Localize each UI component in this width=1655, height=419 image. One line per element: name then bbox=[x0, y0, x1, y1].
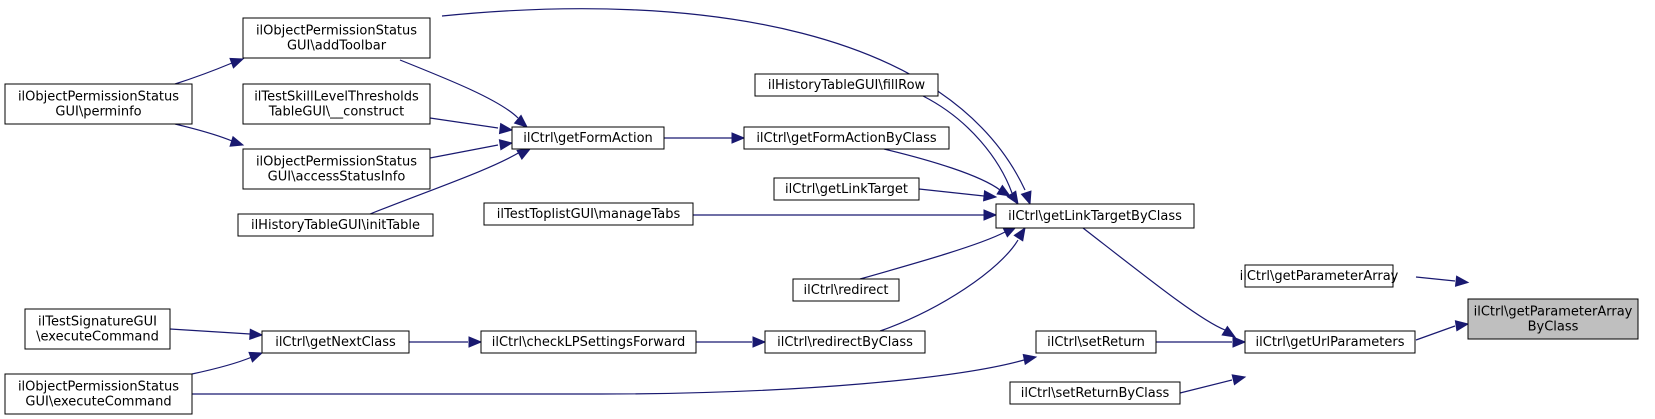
graph-node-redirect[interactable]: ilCtrl\redirect bbox=[792, 278, 900, 302]
node-label: ilObjectPermissionStatus bbox=[256, 155, 417, 170]
graph-node-toplist-manage-tabs[interactable]: ilTestToplistGUI\manageTabs bbox=[483, 202, 694, 226]
node-label: ilCtrl\getLinkTargetByClass bbox=[1008, 209, 1182, 224]
call-edge bbox=[664, 132, 746, 144]
node-label: ilObjectPermissionStatus bbox=[18, 380, 179, 395]
graph-node-get-form-action[interactable]: ilCtrl\getFormAction bbox=[511, 126, 665, 150]
node-label: ilCtrl\getLinkTarget bbox=[785, 182, 908, 197]
call-edge bbox=[429, 117, 514, 135]
node-label: ilCtrl\getParameterArray bbox=[1240, 269, 1399, 284]
node-label: GUI\addToolbar bbox=[287, 39, 387, 54]
node-label: ilCtrl\getFormActionByClass bbox=[756, 131, 937, 146]
call-edge bbox=[369, 148, 532, 215]
node-label: ilCtrl\getNextClass bbox=[275, 335, 396, 350]
call-edge bbox=[918, 188, 998, 202]
graph-node-get-form-action-by-class[interactable]: ilCtrl\getFormActionByClass bbox=[743, 126, 950, 150]
graph-node-history-fill-row[interactable]: ilHistoryTableGUI\fillRow bbox=[754, 73, 939, 97]
node-label: ilObjectPermissionStatus bbox=[256, 24, 417, 39]
node-label: ilHistoryTableGUI\fillRow bbox=[768, 78, 926, 93]
node-label: GUI\executeCommand bbox=[25, 395, 171, 410]
call-edge bbox=[879, 226, 1026, 332]
graph-node-get-next-class[interactable]: ilCtrl\getNextClass bbox=[261, 330, 410, 354]
call-edge bbox=[1082, 227, 1237, 338]
node-label: ilCtrl\getParameterArray bbox=[1474, 305, 1633, 320]
graph-node-get-parameter-array[interactable]: ilCtrl\getParameterArray bbox=[1240, 264, 1399, 288]
call-edge bbox=[883, 148, 1012, 197]
node-label: ilTestToplistGUI\manageTabs bbox=[497, 207, 681, 222]
graph-node-get-link-target[interactable]: ilCtrl\getLinkTarget bbox=[773, 177, 920, 201]
node-label: GUI\perminfo bbox=[55, 105, 141, 120]
call-edge bbox=[191, 351, 264, 375]
node-label: ilCtrl\redirect bbox=[804, 283, 889, 298]
graph-node-signature-execute[interactable]: ilTestSignatureGUI\executeCommand bbox=[24, 308, 171, 350]
call-edge bbox=[859, 226, 1018, 280]
call-edge bbox=[169, 328, 264, 340]
node-label: ilObjectPermissionStatus bbox=[18, 90, 179, 105]
call-edge bbox=[399, 59, 528, 128]
graph-node-set-return-by-class[interactable]: ilCtrl\setReturnByClass bbox=[1009, 381, 1181, 405]
node-label: ilCtrl\setReturnByClass bbox=[1021, 386, 1170, 401]
node-label: GUI\accessStatusInfo bbox=[268, 170, 406, 185]
graph-node-set-return[interactable]: ilCtrl\setReturn bbox=[1035, 330, 1157, 354]
node-label: \executeCommand bbox=[36, 330, 159, 345]
call-edge bbox=[441, 8, 1032, 206]
call-edge bbox=[409, 336, 483, 348]
graph-node-get-link-target-by-class[interactable]: ilCtrl\getLinkTargetByClass bbox=[995, 203, 1195, 229]
call-edge bbox=[1415, 275, 1470, 287]
node-label: ilCtrl\getFormAction bbox=[523, 131, 653, 146]
call-edge bbox=[922, 95, 1019, 206]
call-edge bbox=[174, 123, 245, 147]
graph-node-history-init-table[interactable]: ilHistoryTableGUI\initTable bbox=[237, 213, 434, 237]
call-edge bbox=[696, 336, 767, 348]
call-edge bbox=[429, 139, 514, 159]
node-label: ilCtrl\checkLPSettingsForward bbox=[492, 335, 685, 350]
call-edge bbox=[1179, 374, 1247, 394]
node-label: ilTestSkillLevelThresholds bbox=[254, 90, 419, 105]
graph-node-skill-construct[interactable]: ilTestSkillLevelThresholdsTableGUI\__con… bbox=[242, 83, 431, 125]
node-label: ilTestSignatureGUI bbox=[38, 315, 157, 330]
node-label: ilCtrl\getUrlParameters bbox=[1256, 335, 1405, 350]
call-edge bbox=[192, 353, 1038, 395]
node-label: ByClass bbox=[1528, 320, 1579, 335]
graph-node-perm-execute[interactable]: ilObjectPermissionStatusGUI\executeComma… bbox=[4, 373, 193, 415]
node-label: ilCtrl\redirectByClass bbox=[777, 335, 913, 350]
graph-node-access-status-info[interactable]: ilObjectPermissionStatusGUI\accessStatus… bbox=[242, 148, 431, 190]
graph-node-check-l-p-settings-forward[interactable]: ilCtrl\checkLPSettingsForward bbox=[480, 330, 697, 354]
node-label: ilCtrl\setReturn bbox=[1047, 335, 1145, 350]
call-edge bbox=[1156, 336, 1247, 348]
node-label: ilHistoryTableGUI\initTable bbox=[251, 218, 420, 233]
call-edge bbox=[693, 209, 998, 221]
node-label: TableGUI\__construct bbox=[268, 105, 404, 120]
call-edge bbox=[174, 57, 245, 85]
graph-node-get-url-parameters[interactable]: ilCtrl\getUrlParameters bbox=[1244, 330, 1416, 354]
call-edge bbox=[1415, 320, 1470, 341]
graph-node-redirect-by-class[interactable]: ilCtrl\redirectByClass bbox=[764, 330, 926, 354]
